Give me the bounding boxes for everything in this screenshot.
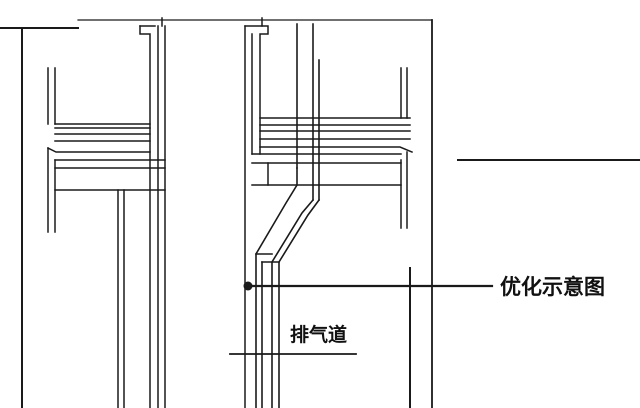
left-shaft bbox=[139, 17, 166, 408]
right-wall bbox=[251, 67, 413, 229]
left-wall bbox=[46, 67, 166, 408]
optimization-label: 优化示意图 bbox=[500, 275, 605, 299]
exhaust-duct bbox=[255, 23, 321, 408]
callout-dot bbox=[243, 281, 253, 291]
right-shaft bbox=[244, 17, 269, 408]
exhaust-duct-label: 排气道 bbox=[290, 324, 348, 346]
